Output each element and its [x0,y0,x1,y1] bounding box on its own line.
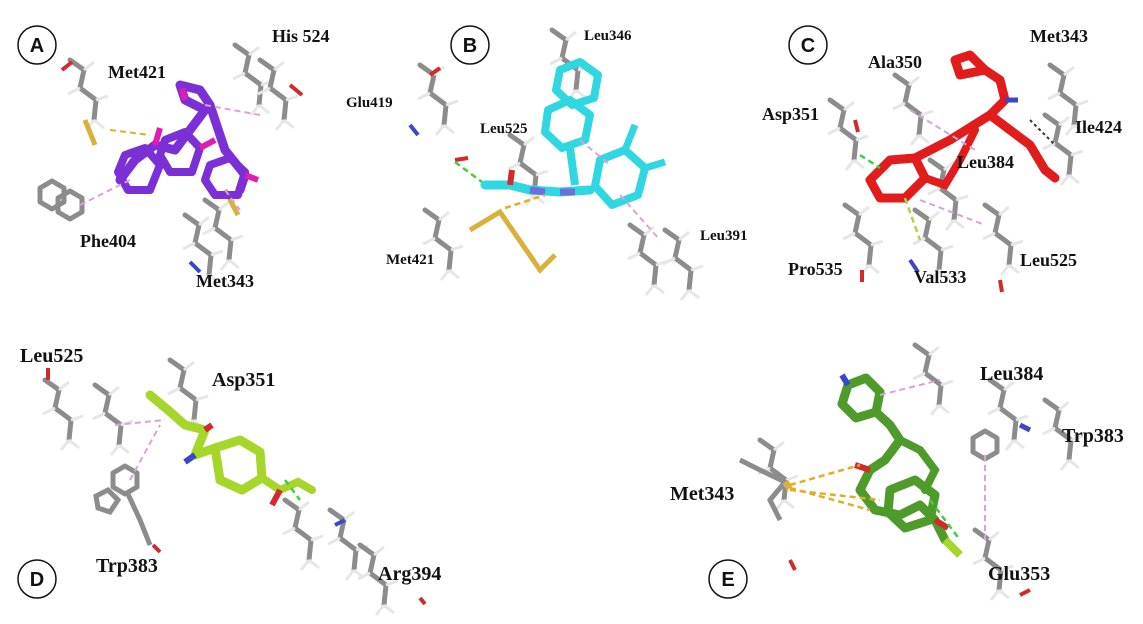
panel-b-letter-circle [450,25,490,65]
panel-d-letter-circle [17,559,57,599]
label-leu525-c: Leu525 [1020,250,1077,270]
panel-e: E Leu384 Trp383 Met343 Glu353 [670,345,1124,600]
label-met421-b: Met421 [386,252,434,268]
panel-a-letter: A [30,35,44,57]
label-val533-c: Val533 [914,267,966,287]
label-leu384-c: Leu384 [957,152,1014,172]
label-glu353-e: Glu353 [988,563,1050,585]
panel-d: D Leu525 Asp351 Trp383 Arg394 [17,345,441,615]
label-asp351-c: Asp351 [762,104,819,124]
panel-e-residues [738,345,1083,600]
label-trp383-d: Trp383 [96,555,158,577]
panel-c-letter: C [801,35,815,57]
panel-c-letter-circle [788,25,828,65]
label-leu384-e: Leu384 [980,363,1043,385]
panel-a-letter-circle [17,25,57,65]
label-asp351-d: Asp351 [212,369,275,391]
panel-a-interactions [79,104,261,211]
panel-b-letter: B [463,35,477,57]
label-leu391-b: Leu391 [700,228,748,244]
panel-e-letter-circle [708,559,748,599]
label-leu346-b: Leu346 [584,28,632,44]
panel-c-residues [828,65,1088,293]
panel-a: A Met421 His 524 Phe404 Met343 [17,25,330,291]
panel-c-ligand [865,50,1060,203]
panel-b-ligand [480,58,667,209]
panel-d-interactions [114,419,301,501]
label-ile424-c: Ile424 [1075,117,1122,137]
panel-d-letter: D [30,569,44,591]
label-his524-a: His 524 [272,26,330,46]
panel-e-ligand [837,373,963,558]
label-met343-c: Met343 [1030,26,1088,46]
label-arg394-d: Arg394 [378,563,441,585]
panel-b: B Leu346 Glu419 Leu525 Met421 Leu391 [346,25,748,300]
panel-d-residues [43,360,427,615]
label-pro535-c: Pro535 [788,259,843,279]
label-phe404-a: Phe404 [80,231,136,251]
label-glu419-b: Glu419 [346,95,393,111]
panel-e-interactions [789,379,986,541]
panel-e-letter: E [721,569,734,591]
label-ala350-c: Ala350 [868,52,922,72]
label-met343-a: Met343 [196,271,254,291]
panel-b-interactions [454,139,661,241]
panel-a-ligand [114,80,260,199]
label-met343-e: Met343 [670,483,734,505]
panel-b-residues [408,30,703,300]
label-leu525-d: Leu525 [20,345,83,367]
panel-c-interactions [859,109,1056,241]
panel-c: C Met343 Ala350 Asp351 Ile424 Leu384 Pro… [762,25,1122,293]
label-leu525-b: Leu525 [480,121,528,137]
label-met421-a: Met421 [108,62,166,82]
panel-d-ligand [145,390,316,507]
label-trp383-e: Trp383 [1062,425,1124,447]
